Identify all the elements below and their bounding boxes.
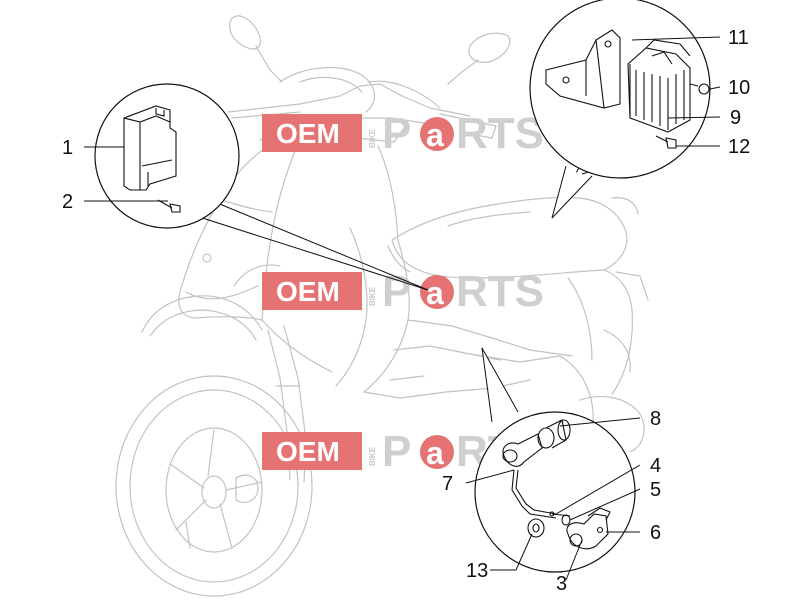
regulator-bolt-12-part	[655, 135, 677, 149]
leader-8	[559, 417, 641, 427]
callout-numbers: 1 2 3 4 5 6 7 8 9 10 11 12 13	[62, 27, 750, 595]
bubble-circle	[474, 411, 636, 573]
watermark-a-badge	[420, 117, 454, 151]
watermark-rts: RTS	[456, 267, 544, 316]
callout-4: 4	[650, 455, 661, 477]
callout-11: 11	[728, 27, 749, 49]
callout-1: 1	[62, 137, 73, 159]
callout-12: 12	[728, 136, 750, 158]
callout-8: 8	[650, 408, 661, 430]
leader-5	[569, 488, 641, 521]
watermark-bike: BIKE	[368, 128, 377, 148]
callout-3: 3	[556, 573, 567, 595]
detail-bubble-sensor	[474, 347, 636, 573]
grommet-8-part	[537, 419, 571, 449]
watermark-middle: OEM BIKE P a RTS	[262, 267, 544, 316]
watermark-a-badge	[420, 435, 454, 469]
watermark-top: OEM BIKE P a RTS	[262, 109, 544, 158]
leader-10	[709, 86, 721, 90]
bubble-circle	[94, 83, 240, 229]
callout-6: 6	[650, 522, 661, 544]
leader-9	[667, 116, 721, 119]
leader-3	[565, 539, 583, 581]
watermark-bike: BIKE	[368, 446, 377, 466]
detail-bubble-regulator	[529, 0, 711, 219]
watermark-rts: RTS	[456, 109, 544, 158]
watermark-badge	[262, 432, 362, 470]
washer-13-part	[527, 518, 545, 538]
watermark-a: a	[426, 435, 444, 471]
callout-2: 2	[62, 191, 73, 213]
watermark-p: P	[382, 267, 411, 316]
screw-4-part	[549, 511, 571, 517]
callout-10: 10	[728, 77, 750, 99]
watermark-oem: OEM	[276, 436, 340, 467]
watermark-bike: BIKE	[368, 286, 377, 306]
leader-lines	[84, 36, 721, 581]
watermark-p: P	[382, 109, 411, 158]
sensor-cable-part	[502, 433, 557, 519]
leader-13	[490, 533, 533, 571]
detail-bubble-coil	[94, 83, 429, 291]
watermark-oem: OEM	[276, 118, 340, 149]
callout-13: 13	[466, 560, 488, 582]
watermark-oem: OEM	[276, 276, 340, 307]
watermark-a: a	[426, 275, 444, 311]
leader-4	[555, 464, 641, 515]
voltage-regulator-part	[545, 29, 691, 133]
watermark-a-badge	[420, 275, 454, 309]
leader-11	[631, 36, 721, 41]
leader-7	[465, 469, 515, 484]
callout-5: 5	[650, 479, 661, 501]
watermark-p: P	[382, 427, 411, 476]
watermark-a: a	[426, 117, 444, 153]
watermark-badge	[262, 272, 362, 310]
regulator-screw-10-part	[689, 83, 710, 95]
ignition-coil-part	[123, 105, 177, 191]
watermark-badge	[262, 114, 362, 152]
callout-7: 7	[442, 473, 453, 495]
callout-9: 9	[730, 107, 741, 129]
